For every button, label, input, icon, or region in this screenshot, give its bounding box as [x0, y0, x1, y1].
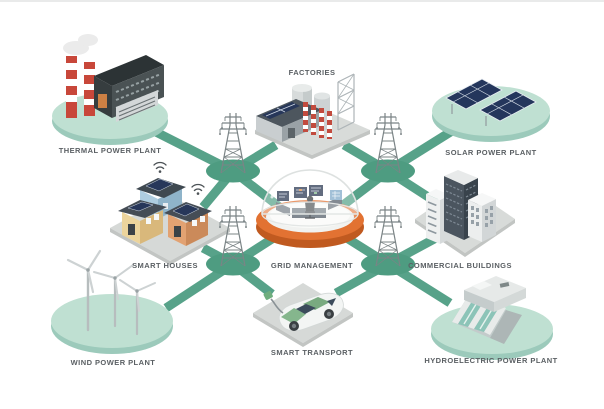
wifi-icon [153, 161, 167, 174]
solar-power-plant-label: SOLAR POWER PLANT [445, 148, 537, 157]
charging-plug-icon [263, 291, 273, 300]
factories-label: FACTORIES [288, 68, 336, 77]
transmission-tower-icon [373, 205, 403, 267]
control-consoles [276, 185, 342, 219]
hydro-dam [452, 276, 526, 344]
wifi-icon [191, 183, 205, 196]
electric-car [263, 291, 344, 332]
wind-power-plant-label: WIND POWER PLANT [70, 358, 156, 367]
smart-transport-label: SMART TRANSPORT [270, 348, 354, 357]
transmission-tower-icon [218, 205, 248, 267]
grid-junction-nodes [206, 159, 415, 276]
transmission-tower-icon [373, 112, 403, 174]
tower-right-white [468, 193, 496, 242]
commercial-buildings-illustration [415, 170, 515, 257]
house-yellow [118, 200, 167, 244]
wind-power-plant-illustration [51, 249, 173, 354]
thermal-chimneys [66, 56, 95, 118]
smart-transport-illustration [253, 283, 353, 347]
house-orange [164, 202, 212, 246]
thermal-power-plant-illustration [52, 34, 168, 145]
control-dome [261, 169, 359, 227]
hydroelectric-power-plant-label: HYDROELECTRIC POWER PLANT [424, 356, 558, 365]
hydroelectric-power-plant-illustration [431, 276, 553, 360]
smart-houses-illustration [110, 161, 230, 265]
top-border-line [0, 0, 604, 2]
wind-turbines [66, 249, 156, 336]
grid-management-label: GRID MANAGEMENT [270, 261, 354, 270]
factory-chimneys [303, 102, 332, 139]
charging-cable [270, 298, 284, 314]
transmission-tower-icon [218, 112, 248, 174]
factory-scaffold [337, 73, 355, 131]
thermal-power-plant-label: THERMAL POWER PLANT [58, 146, 162, 155]
grid-management-illustration [256, 169, 364, 248]
smart-houses-label: SMART HOUSES [132, 261, 198, 270]
smoke-icon [63, 34, 98, 55]
solar-power-plant-illustration [432, 78, 550, 142]
thermal-building [94, 55, 164, 122]
commercial-buildings-label: COMMERCIAL BUILDINGS [408, 261, 512, 270]
factories-illustration [255, 73, 370, 159]
solar-panel-array [445, 78, 537, 126]
wind-platform [51, 294, 173, 348]
